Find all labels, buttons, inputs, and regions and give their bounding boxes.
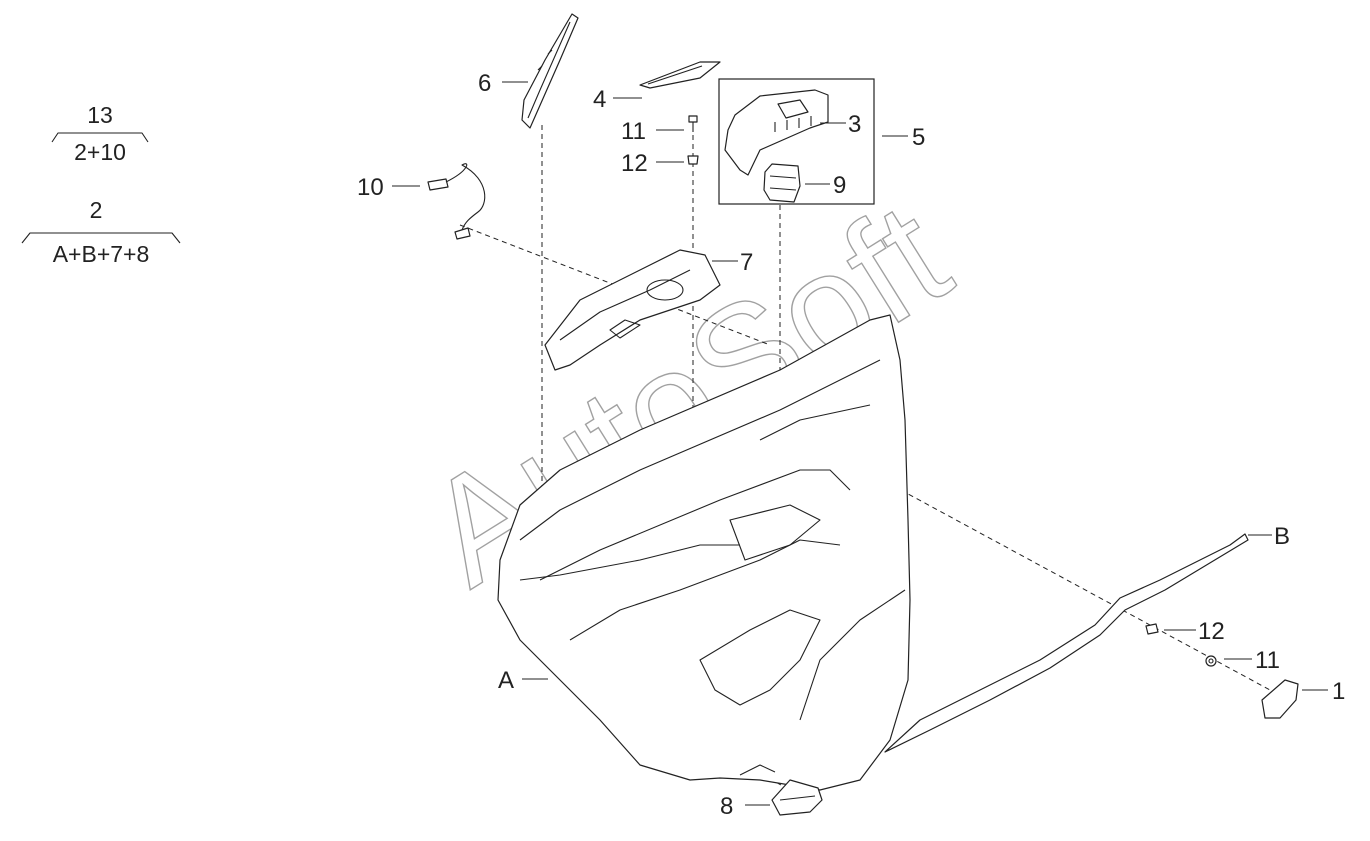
label-B: B xyxy=(1274,523,1290,550)
label-1: 1 xyxy=(1332,678,1345,705)
part-8-pocket xyxy=(771,779,823,816)
group-1-parts: 2+10 xyxy=(74,139,126,165)
label-11-upper: 11 xyxy=(621,118,646,145)
part-12-nut-upper xyxy=(687,155,699,165)
label-5: 5 xyxy=(912,124,925,151)
group-formula-1: 13 2+10 xyxy=(51,102,149,165)
group-2-parts: A+B+7+8 xyxy=(53,241,150,267)
label-10: 10 xyxy=(357,174,384,201)
group-1-total: 13 xyxy=(87,102,113,128)
label-12-lower: 12 xyxy=(1198,618,1225,645)
part-A-door-panel xyxy=(497,314,911,791)
label-7: 7 xyxy=(740,249,753,276)
part-10-cable xyxy=(427,163,486,240)
part-11-screw-upper xyxy=(688,115,698,132)
part-7-bracket xyxy=(544,249,721,371)
leader-lines xyxy=(392,81,1328,806)
part-11-screw-lower xyxy=(1205,655,1217,667)
part-6-trim xyxy=(521,13,579,129)
label-A: A xyxy=(498,667,514,694)
label-4: 4 xyxy=(593,86,606,113)
part-9-switch xyxy=(763,163,801,203)
part-12-nut-lower xyxy=(1145,623,1159,635)
label-6: 6 xyxy=(478,70,491,97)
label-3: 3 xyxy=(848,111,861,138)
group-formula-2: 2 A+B+7+8 xyxy=(21,197,181,267)
group-2-total: 2 xyxy=(90,197,103,223)
assembly-5-box xyxy=(718,78,875,205)
label-12-upper: 12 xyxy=(621,150,648,177)
label-9: 9 xyxy=(833,172,846,199)
label-11-lower: 11 xyxy=(1255,647,1280,674)
part-B-strip xyxy=(884,533,1249,753)
part-3-switch-panel xyxy=(724,89,829,176)
label-8: 8 xyxy=(720,793,733,820)
part-4-strip xyxy=(639,61,721,89)
part-1-cap xyxy=(1261,679,1299,719)
